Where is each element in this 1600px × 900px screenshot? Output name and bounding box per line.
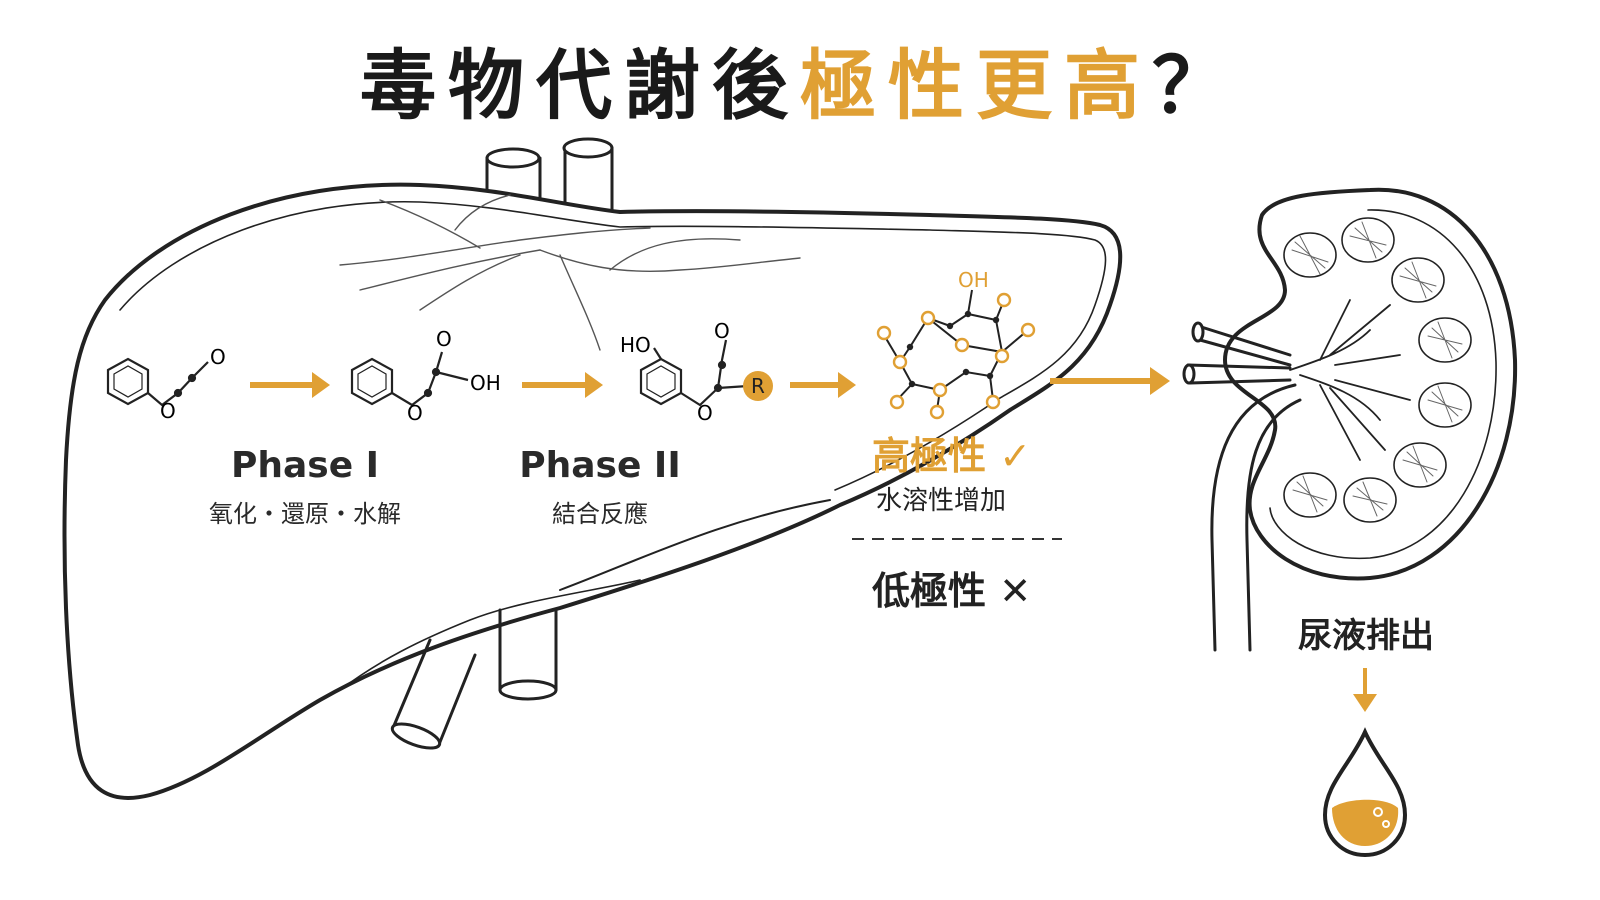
phase-1-description: 氧化・還原・水解 xyxy=(209,500,401,528)
arrow-down-icon xyxy=(1353,668,1377,712)
r-group-badge xyxy=(743,371,773,401)
liver-icon xyxy=(62,137,1123,800)
low-polarity-label: 低極性 ✕ xyxy=(872,560,1031,615)
solubility-increase-label: 水溶性增加 xyxy=(876,486,1007,516)
arrow-right-icon xyxy=(790,372,856,398)
molecule-2 xyxy=(350,351,469,407)
urine-droplet-icon xyxy=(1322,727,1408,858)
molecule-2-hydroxyl: OH xyxy=(470,371,501,395)
phase-2-label: Phase II 結合反應 xyxy=(500,445,700,529)
phase-1-name: Phase I xyxy=(230,445,380,486)
low-polarity-text: 低極性 xyxy=(872,569,987,613)
phase-2-description: 結合反應 xyxy=(552,500,648,528)
molecule-1-oxygen-a: O xyxy=(160,399,176,423)
molecule-1-oxygen-b: O xyxy=(210,345,226,369)
phase-1-label: Phase I 氧化・還原・水解 xyxy=(200,445,410,529)
molecule-3-hydroxyl: HO xyxy=(620,333,651,357)
molecule-3-oxygen-b: O xyxy=(714,319,730,343)
arrow-right-icon xyxy=(250,372,330,398)
molecule-4 xyxy=(876,289,1036,420)
molecule-3-r-group: R xyxy=(751,374,765,398)
high-polarity-text: 高極性 xyxy=(872,434,987,478)
molecule-2-oxygen-a: O xyxy=(407,401,423,425)
title-question-mark: ？ xyxy=(1152,41,1240,130)
page-title: 毒物代謝後極性更高？ xyxy=(0,24,1600,134)
molecule-1 xyxy=(106,357,209,407)
molecule-2-oxygen-b: O xyxy=(436,327,452,351)
title-highlight: 極性更高 xyxy=(800,41,1152,130)
molecule-3-oxygen-a: O xyxy=(697,401,713,425)
checkmark-icon: ✓ xyxy=(999,434,1032,478)
arrow-right-icon xyxy=(522,372,603,398)
kidney-icon xyxy=(1182,187,1518,652)
high-polarity-label: 高極性 ✓ xyxy=(872,425,1031,480)
cross-icon: ✕ xyxy=(999,569,1032,613)
arrow-right-icon xyxy=(1050,367,1170,395)
urine-excretion-label: 尿液排出 xyxy=(1298,616,1434,656)
molecule-4-hydroxyl: OH xyxy=(958,268,989,292)
phase-2-name: Phase II xyxy=(519,445,681,486)
title-part-1: 毒物代謝後 xyxy=(360,41,800,130)
molecule-3 xyxy=(639,339,749,407)
